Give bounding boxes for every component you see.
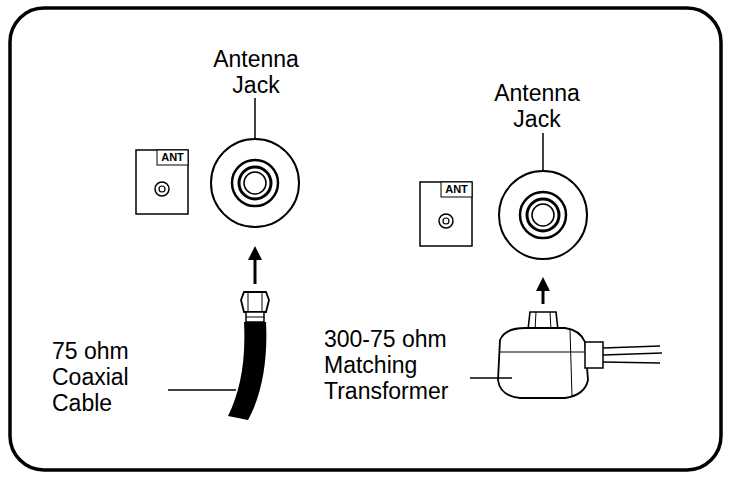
cable-label: 75 ohm Coaxial Cable — [52, 338, 164, 416]
jack-label: Antenna Jack — [200, 46, 312, 98]
ant-marking: ANT — [441, 183, 472, 196]
ant-marking: ANT — [157, 151, 188, 164]
jack-label: Antenna Jack — [481, 80, 593, 132]
transformer-label: 300-75 ohm Matching Transformer — [324, 326, 466, 404]
